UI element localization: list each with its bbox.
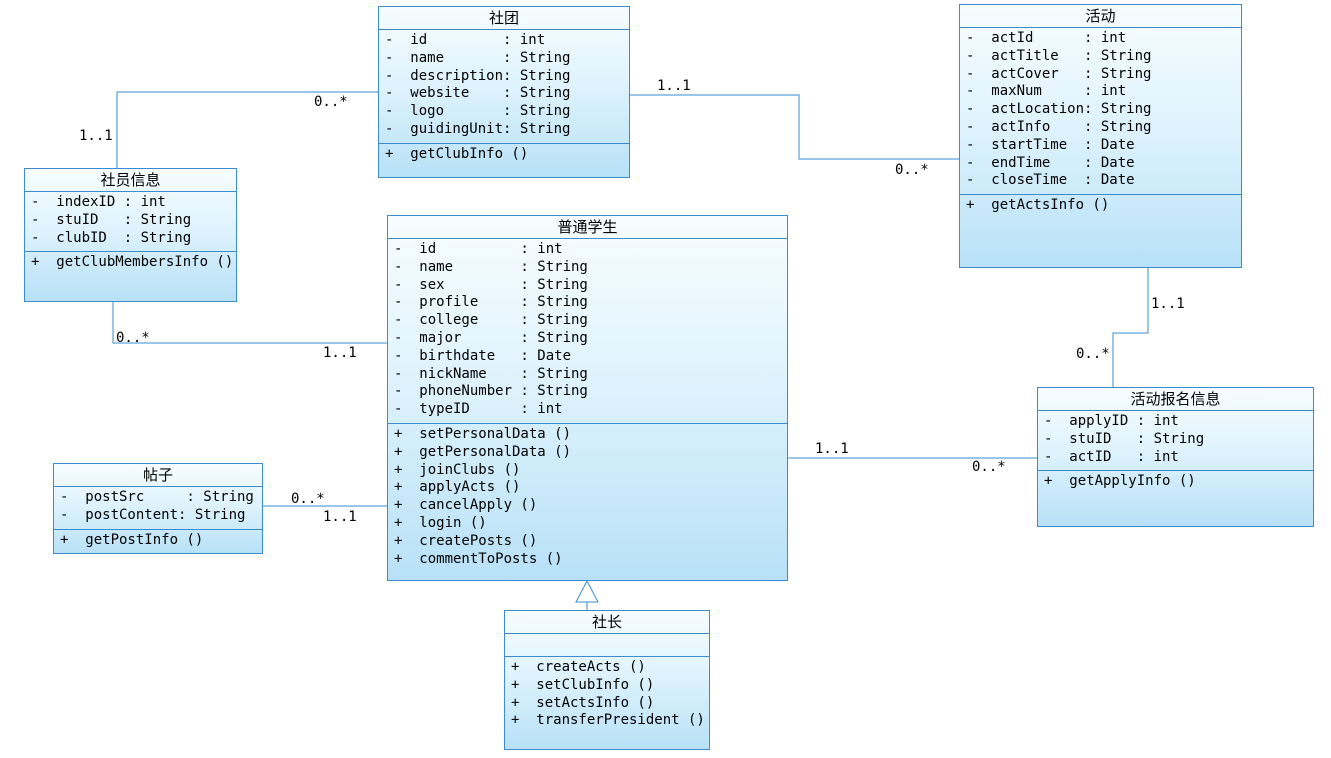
- method-list: + getClubInfo (): [379, 144, 629, 168]
- method-row: + createPosts (): [394, 532, 538, 549]
- assoc-activity-apply: [1112, 268, 1149, 387]
- class-club[interactable]: 社团 - id : int - name : String - descript…: [378, 6, 630, 178]
- multiplicity-label: 1..1: [815, 441, 849, 457]
- attribute-row: - indexID : int: [31, 194, 166, 210]
- attribute-row: - actCover : String: [966, 65, 1152, 82]
- attribute-row: - typeID : int: [394, 401, 563, 418]
- attribute-row: - actId : int: [966, 30, 1127, 46]
- method-row: + commentToPosts (): [394, 550, 563, 567]
- attribute-row: - sex : String: [394, 276, 588, 293]
- attribute-row: - profile : String: [394, 294, 588, 311]
- method-list: + createActs () + setClubInfo () + setAc…: [505, 657, 709, 734]
- multiplicity-label: 0..*: [972, 459, 1006, 475]
- attribute-row: - name : String: [385, 49, 571, 66]
- attribute-row: - id : int: [385, 32, 546, 48]
- multiplicity-label: 0..*: [1076, 346, 1110, 362]
- attribute-row: - postContent: String: [60, 506, 246, 523]
- attribute-row: - college : String: [394, 312, 588, 329]
- class-apply[interactable]: 活动报名信息 - applyID : int - stuID : String …: [1037, 387, 1314, 527]
- attribute-list-empty: [505, 634, 709, 657]
- attribute-row: - phoneNumber : String: [394, 383, 588, 400]
- method-row: + setClubInfo (): [511, 676, 655, 693]
- generalization-arrowhead: [575, 579, 599, 603]
- class-president[interactable]: 社长 + createActs () + setClubInfo () + se…: [504, 610, 710, 750]
- method-row: + setActsInfo (): [511, 694, 655, 711]
- method-row: + setPersonalData (): [394, 425, 572, 442]
- attribute-row: - postSrc : String: [60, 489, 254, 505]
- attribute-row: - startTime : Date: [966, 136, 1135, 153]
- method-row: + getClubMembersInfo (): [31, 254, 234, 271]
- method-row: + login (): [394, 514, 487, 531]
- method-list: + getClubMembersInfo (): [25, 252, 236, 276]
- attribute-list: - postSrc : String - postContent: String: [54, 487, 262, 530]
- class-title: 活动: [960, 5, 1241, 28]
- attribute-list: - id : int - name : String - sex : Strin…: [388, 239, 787, 424]
- class-title: 社员信息: [25, 169, 236, 192]
- multiplicity-label: 0..*: [116, 330, 150, 346]
- class-post[interactable]: 帖子 - postSrc : String - postContent: Str…: [53, 463, 263, 554]
- attribute-row: - name : String: [394, 258, 588, 275]
- method-row: + getPersonalData (): [394, 443, 572, 460]
- attribute-row: - id : int: [394, 241, 563, 257]
- method-row: + getPostInfo (): [60, 531, 204, 548]
- multiplicity-label: 1..1: [323, 345, 357, 361]
- class-title: 普通学生: [388, 216, 787, 239]
- attribute-row: - logo : String: [385, 103, 571, 120]
- assoc-member-club: [116, 91, 378, 168]
- class-activity[interactable]: 活动 - actId : int - actTitle : String - a…: [959, 4, 1242, 268]
- multiplicity-label: 1..1: [657, 78, 691, 94]
- attribute-list: - actId : int - actTitle : String - actC…: [960, 28, 1241, 196]
- method-list: + getApplyInfo (): [1038, 471, 1313, 495]
- method-row: + getClubInfo (): [385, 145, 529, 162]
- class-title: 社团: [379, 7, 629, 30]
- method-row: + joinClubs (): [394, 461, 521, 478]
- method-row: + cancelApply (): [394, 497, 538, 514]
- attribute-row: - birthdate : Date: [394, 347, 572, 364]
- attribute-row: - major : String: [394, 329, 588, 346]
- method-row: + getApplyInfo (): [1044, 473, 1196, 490]
- attribute-row: - website : String: [385, 85, 571, 102]
- attribute-list: - applyID : int - stuID : String - actID…: [1038, 411, 1313, 472]
- method-list: + getActsInfo (): [960, 195, 1241, 219]
- attribute-row: - applyID : int: [1044, 413, 1179, 429]
- attribute-row: - actLocation: String: [966, 101, 1152, 118]
- multiplicity-label: 1..1: [1151, 296, 1185, 312]
- attribute-row: - guidingUnit: String: [385, 120, 571, 137]
- assoc-club-activity: [630, 94, 959, 160]
- multiplicity-label: 0..*: [314, 94, 348, 110]
- multiplicity-label: 0..*: [291, 491, 325, 507]
- multiplicity-label: 1..1: [323, 509, 357, 525]
- class-title: 帖子: [54, 464, 262, 487]
- class-student[interactable]: 普通学生 - id : int - name : String - sex : …: [387, 215, 788, 581]
- attribute-row: - actID : int: [1044, 448, 1179, 465]
- attribute-row: - clubID : String: [31, 229, 192, 246]
- class-title: 社长: [505, 611, 709, 634]
- method-row: + transferPresident (): [511, 712, 705, 729]
- method-row: + applyActs (): [394, 479, 521, 496]
- method-list: + setPersonalData () + getPersonalData (…: [388, 424, 787, 572]
- method-row: + getActsInfo (): [966, 197, 1110, 214]
- attribute-row: - description: String: [385, 67, 571, 84]
- class-title: 活动报名信息: [1038, 388, 1313, 411]
- attribute-list: - indexID : int - stuID : String - clubI…: [25, 192, 236, 253]
- method-list: + getPostInfo (): [54, 530, 262, 554]
- attribute-row: - stuID : String: [1044, 430, 1205, 447]
- attribute-row: - closeTime : Date: [966, 172, 1135, 189]
- assoc-member-student: [112, 302, 387, 344]
- method-row: + createActs (): [511, 659, 646, 675]
- multiplicity-label: 0..*: [895, 162, 929, 178]
- attribute-row: - endTime : Date: [966, 154, 1135, 171]
- attribute-row: - actTitle : String: [966, 47, 1152, 64]
- attribute-row: - actInfo : String: [966, 118, 1152, 135]
- class-member[interactable]: 社员信息 - indexID : int - stuID : String - …: [24, 168, 237, 302]
- attribute-row: - stuID : String: [31, 211, 192, 228]
- attribute-list: - id : int - name : String - description…: [379, 30, 629, 144]
- attribute-row: - nickName : String: [394, 365, 588, 382]
- multiplicity-label: 1..1: [79, 128, 113, 144]
- attribute-row: - maxNum : int: [966, 83, 1127, 100]
